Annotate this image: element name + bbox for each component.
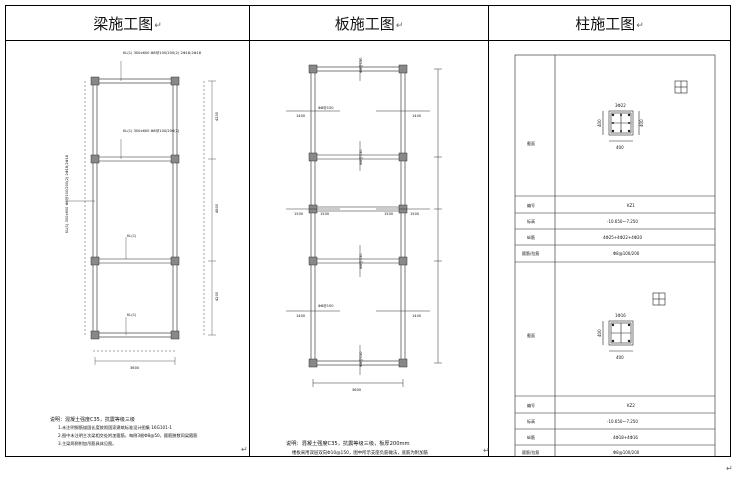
kz1-dim-side: 400 (597, 119, 602, 127)
slab-dim-bottom: 3600 (352, 388, 362, 392)
kz1-section-label: 截面 (527, 140, 535, 146)
beam-dim-right-2: 4800 (215, 203, 219, 213)
slab-dim-8: 1400 (412, 314, 422, 318)
kz2-dim-bottom: 400 (616, 355, 624, 360)
slab-drawing-cell: Φ8@150 Φ8@150 Φ8@150 Φ8@150 Φ8@150 Φ8@15… (250, 41, 490, 456)
kz1-row-label-0: 编号 (527, 202, 535, 208)
kz2-row-value-1: -10.650～7.250 (607, 419, 638, 424)
header-slab: 板施工图↵ (250, 6, 488, 40)
beam-plan-drawing: KL(1) 300x600 Φ8@100/200(2) 2Φ18;2Φ18 KL… (50, 51, 219, 447)
beam-note-3: 2.图中未注明主次梁相交处附加箍筋，每侧3根Φ8@50，箍筋肢数同梁箍筋 (58, 432, 197, 439)
beam-span-label-2: KL(1) (127, 313, 137, 317)
kz1-row-value-2: 4Φ25+4Φ22+4Φ20 (603, 235, 643, 240)
kz2-row-label-1: 标高 (527, 418, 535, 424)
return-mark: ↵ (636, 21, 644, 31)
kz1-row-label-1: 标高 (527, 218, 535, 224)
beam-dim-bottom: 3600 (130, 366, 140, 370)
return-mark: ↵ (154, 21, 162, 31)
column-node (90, 330, 100, 340)
slab-dim-5: 1500 (384, 212, 394, 216)
kz1-dim-b: 400 (639, 119, 644, 127)
header-divider (6, 40, 730, 41)
beam-drawing-cell: KL(1) 300x600 Φ8@100/200(2) 2Φ18;2Φ18 KL… (6, 41, 249, 456)
column-node (90, 154, 100, 164)
column-schedule: 截面 3Φ22 400 400 400 编号 KZ1 标高 -10.650～7.… (514, 54, 716, 457)
column-node (170, 256, 180, 266)
kz1-dim-bottom: 400 (616, 145, 624, 150)
kz2-bar-top: 1Φ16 (615, 313, 626, 318)
header-beam: 梁施工图↵ (6, 6, 249, 40)
beam-dim-right-3: 4200 (215, 291, 219, 301)
slab-plan-drawing: Φ8@150 Φ8@150 Φ8@150 Φ8@150 Φ8@150 Φ8@15… (286, 57, 442, 456)
slab-dim-3: 1500 (294, 212, 304, 216)
slab-rebar-label-3: Φ8@150 (359, 149, 363, 165)
slab-rebar-label-5: Φ8@150 (318, 304, 334, 308)
column-divider-1 (249, 6, 250, 456)
column-divider-2 (488, 6, 489, 456)
beam-callout-3: KL(1) 300x600 Φ8@100/200(2) 2Φ18;2Φ18 (65, 154, 69, 233)
slab-rebar-label-4: Φ8@150 (359, 253, 363, 269)
kz1-row-value-0: KZ1 (627, 203, 635, 208)
beam-span-label-1: KL(1) (127, 234, 137, 238)
beam-outline-inner (96, 82, 174, 334)
slab-note-1: 说明：混凝土强度C35，抗震等级三级，板厚200mm (286, 439, 410, 447)
column-node (90, 256, 100, 266)
kz1-row-value-3: Φ8@100/200 (613, 251, 640, 256)
beam-note-1: 说明：混凝土强度C35，抗震等级三级 (50, 416, 135, 423)
return-mark: ↵ (726, 464, 733, 473)
slab-dim-1: 1400 (296, 114, 306, 118)
slab-rebar-label-2: Φ8@150 (318, 106, 334, 110)
column-node (170, 330, 180, 340)
kz1-row-label-3: 箍筋/拉筋 (522, 250, 539, 256)
column-drawing-cell: 截面 3Φ22 400 400 400 编号 KZ1 标高 -10.650～7.… (489, 41, 730, 457)
construction-drawing-table: 梁施工图↵ 板施工图↵ 柱施工图↵ (5, 5, 731, 457)
slab-dim-4: 1500 (320, 212, 330, 216)
beam-note-4: 3.主梁两侧附加吊筋具体见图。 (58, 440, 116, 447)
slab-rebar-label-6: Φ8@150 (359, 351, 363, 367)
kz2-dim-side: 400 (597, 329, 602, 337)
slab-dim-2: 1400 (412, 114, 422, 118)
header-slab-label: 板施工图 (334, 14, 395, 33)
header-column: 柱施工图↵ (489, 6, 730, 40)
slab-rebar-label-1: Φ8@150 (359, 57, 363, 73)
slab-note-2: 楼板采用双层双向Φ10@150，图中所示支座负筋做法，底筋为附加筋 (292, 449, 429, 456)
slab-dim-7: 1400 (296, 314, 306, 318)
beam-outline-outer (92, 78, 178, 338)
return-mark: ↵ (395, 21, 404, 31)
beam-callout-1: KL(1) 300x600 Φ8@100/200(2) 2Φ18;2Φ18 (123, 51, 202, 55)
header-beam-label: 梁施工图 (93, 14, 154, 33)
kz1-row-value-1: -10.650～7.250 (607, 219, 638, 224)
beam-callout-2: KL(1) 300x600 Φ8@100/200(2) (123, 129, 180, 133)
kz1-bar-top: 3Φ22 (615, 103, 626, 108)
kz2-row-label-2: 纵筋 (527, 434, 535, 440)
beam-dim-right-1: 4200 (215, 111, 219, 121)
slab-dim-6: 1500 (410, 212, 420, 216)
kz2-row-label-0: 编号 (527, 402, 535, 408)
header-column-label: 柱施工图 (575, 14, 636, 33)
kz2-row-value-2: 4Φ18+4Φ16 (613, 435, 638, 440)
slab-outline-inner (314, 70, 402, 362)
kz1-row-label-2: 纵筋 (527, 234, 535, 240)
kz2-row-label-3: 箍筋/拉筋 (522, 449, 539, 455)
column-node (170, 154, 180, 164)
column-node (170, 76, 180, 86)
return-mark: ↵ (241, 445, 248, 454)
kz2-section-label: 截面 (527, 332, 535, 338)
column-node (90, 76, 100, 86)
return-mark: ↵ (483, 446, 490, 455)
slab-outline-outer (310, 66, 406, 366)
kz2-row-value-3: Φ8@100/200 (613, 450, 640, 455)
beam-note-2: 1.未注明钢筋锚固长度按照国家建筑标准设计图集 16G101-1 (58, 424, 172, 431)
kz2-row-value-0: KZ2 (627, 403, 635, 408)
